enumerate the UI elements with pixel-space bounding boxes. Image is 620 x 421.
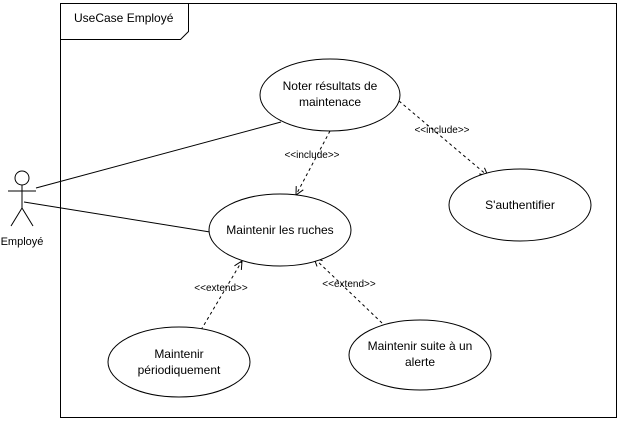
usecase-alerte-label-line1: Maintenir suite à un: [368, 339, 473, 353]
usecase-maintenir-alerte[interactable]: Maintenir suite à un alerte: [348, 319, 492, 391]
frame-title: UseCase Employé: [74, 11, 174, 25]
usecase-noter-label-line2: maintenace: [299, 95, 361, 109]
extend-label-2: <<extend>>: [322, 279, 376, 290]
actor-right-leg: [21, 207, 34, 227]
usecase-alerte-label-line2: alerte: [405, 355, 435, 369]
usecase-noter-label-line1: Noter résultats de: [283, 79, 378, 93]
extend-alerte-to-maintenir: [314, 258, 383, 324]
usecase-authentifier[interactable]: S'authentifier: [448, 168, 592, 242]
usecase-maintenir-periodiquement[interactable]: Maintenir périodiquement: [107, 326, 251, 398]
usecase-authentifier-label: S'authentifier: [485, 198, 555, 212]
extend-periodique-to-maintenir: [200, 261, 242, 331]
include-noter-to-authentifier: [398, 100, 488, 176]
actor-label: Employé: [1, 236, 44, 248]
actor-head: [14, 170, 30, 186]
association-actor-maintenir: [23, 201, 211, 233]
include-label-1: <<include>>: [284, 150, 339, 161]
include-noter-to-maintenir: [296, 130, 331, 195]
usecase-periodique-label-line2: périodiquement: [138, 363, 221, 377]
actor-employe[interactable]: Employé: [1, 170, 44, 248]
actor-left-leg: [10, 207, 23, 227]
usecase-noter-resultats[interactable]: Noter résultats de maintenace: [259, 58, 401, 132]
usecase-maintenir-ruches[interactable]: Maintenir les ruches: [208, 193, 352, 267]
usecase-maintenir-label: Maintenir les ruches: [226, 223, 333, 237]
include-label-2: <<include>>: [414, 125, 469, 136]
usecase-periodique-label-line1: Maintenir: [154, 347, 203, 361]
association-actor-noter: [35, 121, 282, 189]
extend-label-1: <<extend>>: [194, 283, 248, 294]
